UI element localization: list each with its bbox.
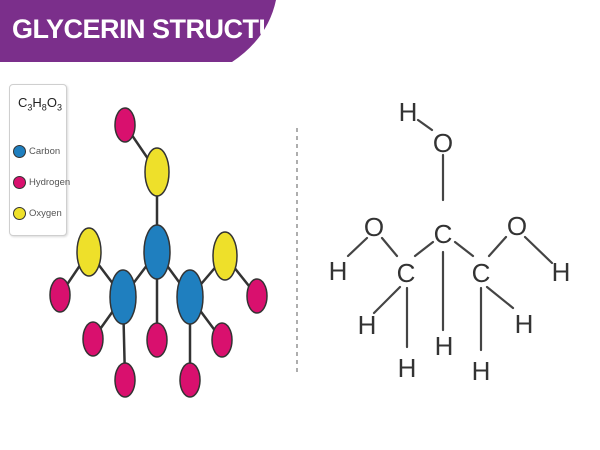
hydrogen-symbol: H: [515, 309, 534, 339]
carbon-atoms: [109, 224, 204, 325]
carbon-atom: [176, 269, 204, 325]
legend-item-carbon: Carbon: [13, 145, 60, 158]
bond: [372, 285, 402, 315]
formula-oxygen: O: [46, 95, 57, 110]
hydrogen-symbol: H: [472, 356, 491, 386]
carbon-symbol: C: [434, 219, 453, 249]
carbon-atom: [109, 269, 137, 325]
hydrogen-atoms: [49, 107, 268, 398]
oxygen-symbol: O: [507, 211, 527, 241]
oxygen-atoms: [76, 147, 238, 281]
carbon-swatch-icon: [13, 145, 26, 158]
carbon-symbol: C: [397, 258, 416, 288]
bond: [413, 240, 435, 258]
hydrogen-atom: [246, 278, 268, 314]
hydrogen-atom: [211, 322, 233, 358]
bond: [485, 285, 515, 310]
bond: [380, 236, 399, 258]
bond: [346, 236, 369, 258]
hydrogen-symbol: H: [399, 97, 418, 127]
oxygen-symbol: O: [364, 212, 384, 242]
hydrogen-swatch-icon: [13, 176, 26, 189]
carbon-symbol: C: [472, 258, 491, 288]
title-banner: [0, 0, 276, 62]
formula-hydrogen: H: [32, 95, 42, 110]
formula-hydrogen-count: 8: [41, 102, 47, 113]
hydrogen-atom: [49, 277, 71, 313]
hydrogen-atom: [179, 362, 201, 398]
legend-label-oxygen: Oxygen: [29, 208, 62, 219]
oxygen-atom: [144, 147, 170, 197]
legend-item-oxygen: Oxygen: [13, 207, 62, 220]
legend-label-hydrogen: Hydrogen: [29, 177, 71, 188]
bond: [487, 235, 508, 258]
structural-atoms: H O C O O H C C H H H H H H: [329, 97, 571, 386]
hydrogen-symbol: H: [398, 353, 417, 383]
legend-item-hydrogen: Hydrogen: [13, 176, 70, 189]
oxygen-atom: [76, 227, 102, 277]
hydrogen-symbol: H: [552, 257, 571, 287]
oxygen-atom: [212, 231, 238, 281]
legend-box: C3H8O3 Carbon Hydrogen Oxygen: [9, 84, 70, 236]
oxygen-swatch-icon: [13, 207, 26, 220]
page-title: GLYCERIN STRUCTURE: [12, 14, 315, 44]
hydrogen-symbol: H: [329, 256, 348, 286]
formula-carbon-count: 3: [27, 102, 33, 113]
formula-carbon: C: [18, 95, 28, 110]
molecular-formula: C3H8O3: [18, 95, 62, 113]
hydrogen-symbol: H: [435, 331, 454, 361]
oxygen-symbol: O: [433, 128, 453, 158]
bond: [453, 240, 475, 258]
bond: [416, 118, 434, 132]
formula-oxygen-count: 3: [56, 102, 62, 113]
hydrogen-atom: [114, 107, 136, 143]
structural-bonds: [346, 118, 554, 352]
carbon-atom: [143, 224, 171, 280]
hydrogen-atom: [114, 362, 136, 398]
bond: [523, 235, 554, 265]
banner-shape: [0, 0, 276, 62]
hydrogen-symbol: H: [358, 310, 377, 340]
hydrogen-atom: [82, 321, 104, 357]
hydrogen-atom: [146, 322, 168, 358]
legend-label-carbon: Carbon: [29, 146, 61, 157]
